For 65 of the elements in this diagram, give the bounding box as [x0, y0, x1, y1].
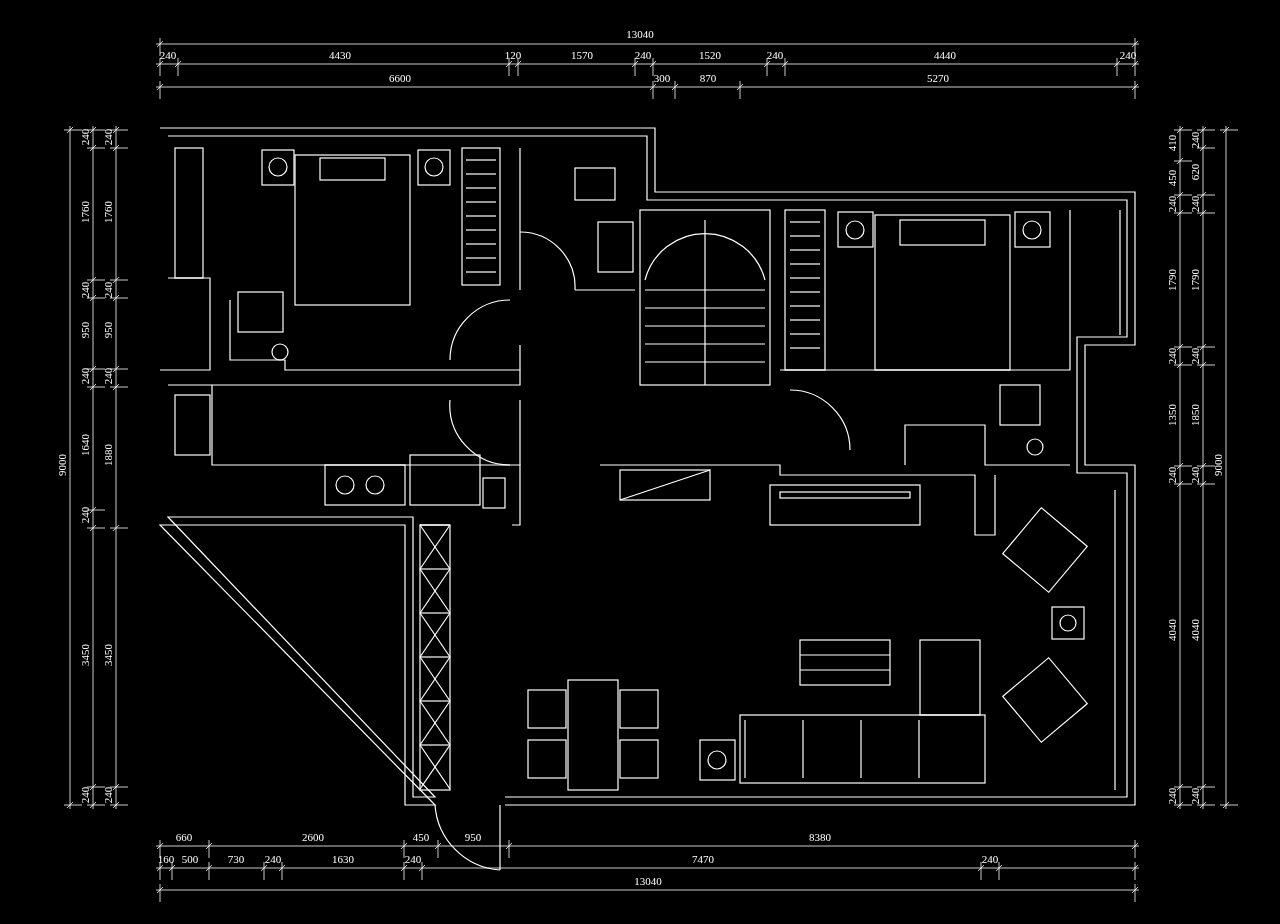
dimension-label: 120 [504, 50, 522, 61]
dimension-label: 240 [1189, 787, 1201, 805]
dimension-label: 4040 [1189, 619, 1201, 641]
dimension-label: 240 [766, 50, 784, 61]
dimension-label: 950 [464, 832, 482, 843]
dimension-label: 1350 [1166, 404, 1178, 426]
dimension-label: 9000 [56, 454, 68, 476]
dimension-label: 240 [981, 854, 999, 865]
dimension-label: 240 [1189, 195, 1201, 213]
dimension-label: 240 [79, 506, 91, 524]
dimension-label: 160 [157, 854, 175, 865]
dimension-label: 870 [699, 73, 717, 84]
dimension-label: 13040 [626, 29, 654, 40]
dimension-label: 240 [159, 50, 177, 61]
dimension-label: 240 [1166, 195, 1178, 213]
dimension-label: 240 [264, 854, 282, 865]
dimension-label: 1760 [79, 201, 91, 223]
dimension-label: 13040 [634, 876, 662, 887]
dimension-label: 1790 [1189, 269, 1201, 291]
dimension-label: 660 [175, 832, 193, 843]
dimension-label: 240 [1166, 466, 1178, 484]
dimension-label: 4430 [329, 50, 351, 61]
dimension-label: 3450 [79, 644, 91, 666]
dimension-label: 5270 [927, 73, 949, 84]
dimension-label: 450 [412, 832, 430, 843]
dimension-label: 6600 [389, 73, 411, 84]
dimension-label: 1760 [102, 201, 114, 223]
dimension-label: 4040 [1166, 619, 1178, 641]
dimension-label: 240 [102, 281, 114, 299]
dimension-label: 240 [1119, 50, 1137, 61]
dimension-label: 9000 [1212, 454, 1224, 476]
dimension-label: 410 [1166, 134, 1178, 152]
dimension-label: 240 [1189, 466, 1201, 484]
dimension-label: 950 [102, 321, 114, 339]
dimension-label: 240 [102, 786, 114, 804]
dimension-label: 240 [1166, 787, 1178, 805]
dimension-label: 240 [102, 128, 114, 146]
dimension-label: 1850 [1189, 404, 1201, 426]
dimension-label: 240 [404, 854, 422, 865]
dimension-label: 4440 [934, 50, 956, 61]
dimension-label: 300 [653, 73, 671, 84]
dimension-label: 240 [79, 367, 91, 385]
dimension-label: 730 [227, 854, 245, 865]
dimension-label: 8380 [809, 832, 831, 843]
dimension-label: 2600 [302, 832, 324, 843]
dimension-label: 500 [181, 854, 199, 865]
dimension-label: 240 [634, 50, 652, 61]
dimension-label: 240 [1189, 347, 1201, 365]
dimension-label: 1880 [102, 444, 114, 466]
dimension-label: 620 [1189, 163, 1201, 181]
dimension-label: 240 [79, 786, 91, 804]
dimension-label: 240 [79, 281, 91, 299]
dimension-label: 240 [79, 128, 91, 146]
dimension-label: 1640 [79, 434, 91, 456]
dimension-label: 1570 [571, 50, 593, 61]
dimension-label: 450 [1166, 169, 1178, 187]
dimension-label: 240 [1189, 131, 1201, 149]
dimension-label: 3450 [102, 644, 114, 666]
dimension-label: 7470 [692, 854, 714, 865]
dimension-label: 1520 [699, 50, 721, 61]
dimension-label: 1630 [332, 854, 354, 865]
dimension-label: 1790 [1166, 269, 1178, 291]
dimension-label: 950 [79, 321, 91, 339]
dimension-label: 240 [102, 367, 114, 385]
dimension-label: 240 [1166, 347, 1178, 365]
